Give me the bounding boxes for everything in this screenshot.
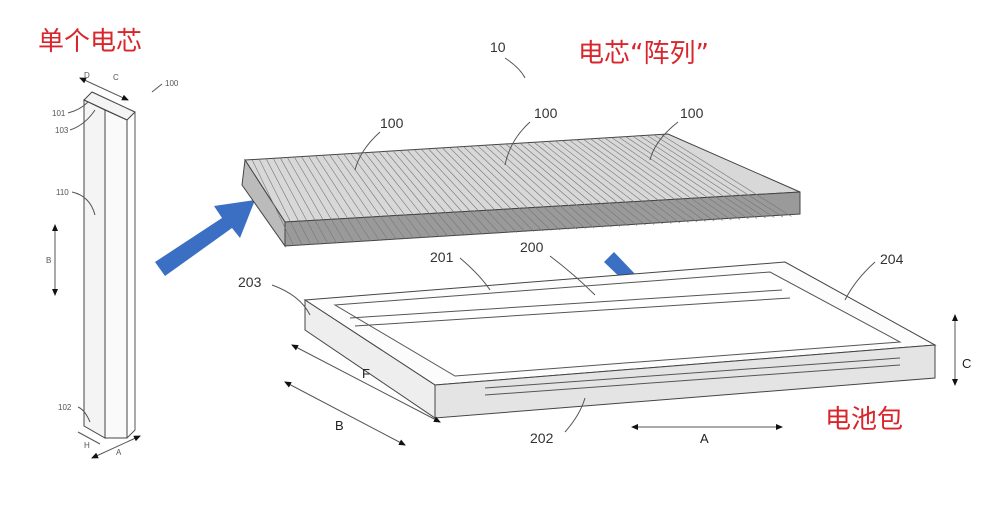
cell-label-102: 102 (58, 403, 72, 412)
cell-ref-label: 100 (165, 79, 179, 88)
array-cell-divider (555, 140, 663, 225)
array-cell-divider (597, 138, 715, 222)
array-cell-divider (421, 148, 500, 234)
array-cell-divider (308, 155, 363, 242)
pack-dim-b: B (335, 418, 344, 433)
array-cell-divider (350, 153, 414, 239)
caption-single-cell: 单个电芯 (38, 27, 142, 57)
array-cell-divider (569, 139, 681, 224)
pack-label-202: 202 (530, 430, 554, 446)
single-cell-drawing (52, 77, 163, 459)
array-cell-divider (576, 139, 689, 223)
pack-dim-c: C (962, 356, 971, 371)
cell-label-103: 103 (55, 126, 69, 135)
cell-label-101: 101 (52, 109, 66, 118)
pack-label-203: 203 (238, 274, 262, 290)
array-cell-divider (456, 146, 543, 232)
array-cell-divider (498, 144, 595, 229)
array-cell-divider (484, 145, 578, 230)
array-cell-divider (533, 142, 638, 226)
array-cell-divider (590, 138, 706, 222)
array-cell-divider (583, 138, 698, 223)
cell-array-drawing (241, 133, 801, 248)
caption-cell-array: 电芯“阵列” (578, 39, 709, 69)
cell-dim-h: H (84, 441, 90, 450)
array-cell-divider (477, 145, 569, 230)
array-cell-divider (287, 157, 337, 244)
array-cell-divider (526, 142, 629, 227)
array-cell-divider (272, 158, 320, 245)
array-cell-divider (364, 152, 432, 238)
array-label-100-2: 100 (534, 105, 558, 121)
array-cell-divider (435, 148, 517, 233)
array-cell-divider (463, 146, 552, 231)
cell-label-110: 110 (56, 188, 69, 197)
array-cell-divider (449, 147, 535, 232)
array-cell-divider (660, 134, 792, 217)
array-cell-divider (604, 137, 723, 221)
array-cell-divider (399, 150, 475, 236)
cell-dim-c: C (113, 73, 119, 82)
pack-label-200: 200 (520, 239, 544, 255)
array-cell-divider (625, 136, 749, 220)
array-ref-label: 10 (490, 39, 506, 55)
array-cell-divider (385, 151, 457, 237)
array-cell-divider (258, 158, 303, 246)
array-cell-divider (611, 137, 732, 221)
array-cell-divider (639, 135, 766, 219)
array-cell-divider (329, 154, 389, 241)
array-cell-divider (343, 153, 406, 240)
array-cell-divider (562, 140, 672, 224)
array-cell-divider (279, 157, 329, 244)
pack-label-204: 204 (880, 251, 904, 267)
array-cell-divider (294, 156, 346, 243)
caption-battery-pack: 电池包 (825, 405, 903, 435)
cell-dim-b: B (46, 256, 51, 265)
array-cell-divider (315, 155, 372, 242)
array-cell-divider (336, 154, 397, 240)
array-cell-divider (406, 149, 483, 235)
arrow-cell-to-array (155, 200, 255, 276)
array-cell-divider (618, 136, 741, 220)
array-cell-divider (442, 147, 526, 233)
array-cell-divider (646, 135, 775, 218)
pack-dim-a: A (700, 431, 709, 446)
array-cell-divider (519, 142, 620, 227)
array-cell-divider (653, 134, 783, 218)
array-cell-divider (470, 145, 560, 231)
array-cell-divider (428, 148, 509, 234)
array-cell-divider (540, 141, 646, 226)
array-cell-divider (251, 159, 294, 246)
pack-label-201: 201 (430, 249, 454, 265)
array-cell-divider (378, 151, 449, 237)
pack-dim-f: F (362, 366, 370, 381)
array-cell-divider (357, 152, 423, 239)
array-cell-divider (392, 150, 466, 236)
array-cell-divider (505, 143, 603, 228)
array-cell-divider (322, 155, 380, 241)
battery-pack-tray (303, 261, 937, 419)
array-label-100-1: 100 (380, 115, 404, 131)
array-cell-divider (413, 149, 492, 235)
array-cell-divider (371, 152, 440, 238)
cell-dim-a: A (116, 448, 122, 457)
array-cell-divider (265, 158, 312, 245)
array-cell-divider (491, 144, 586, 229)
array-cell-divider (547, 141, 655, 225)
array-cell-divider (301, 156, 354, 243)
array-cell-divider (512, 143, 612, 228)
cell-dim-d: D (84, 71, 90, 80)
array-label-100-3: 100 (680, 105, 704, 121)
